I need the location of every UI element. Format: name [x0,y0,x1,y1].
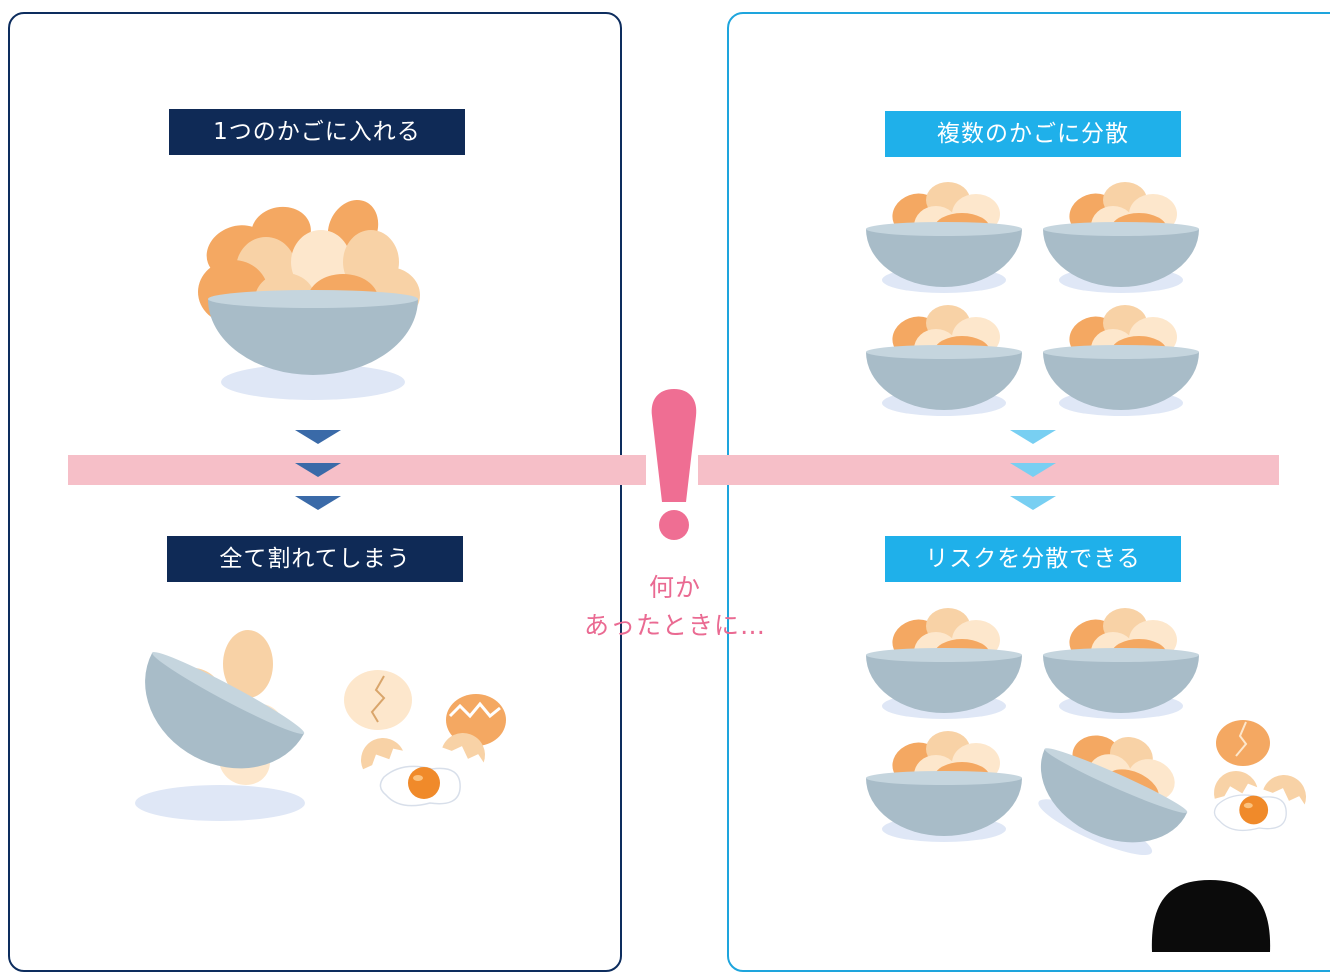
risk-spread-label: リスクを分散できる [885,536,1181,582]
bowls-after [866,608,1207,871]
illustration-layer [135,182,1313,952]
mascot-silhouette [1151,880,1271,952]
caption-line-2: あったときに… [583,611,766,640]
dropped-bowl [135,630,305,821]
caption-line-1: 何か [648,573,701,602]
down-arrows-right [1010,430,1056,510]
all-broken-label: 全て割れてしまう [167,536,463,582]
event-band-left [68,455,646,485]
exclamation-icon [651,389,697,540]
cracked-eggs-left [344,670,506,807]
event-band-right [698,455,1279,485]
down-arrows-left [295,430,341,510]
full-egg-bowl [198,191,420,401]
multiple-baskets-label: 複数のかごに分散 [885,111,1181,157]
left-panel [8,12,622,972]
bowls-before [866,182,1199,416]
broken-egg-right [1209,720,1313,832]
single-basket-label: 1つのかごに入れる [169,109,465,155]
